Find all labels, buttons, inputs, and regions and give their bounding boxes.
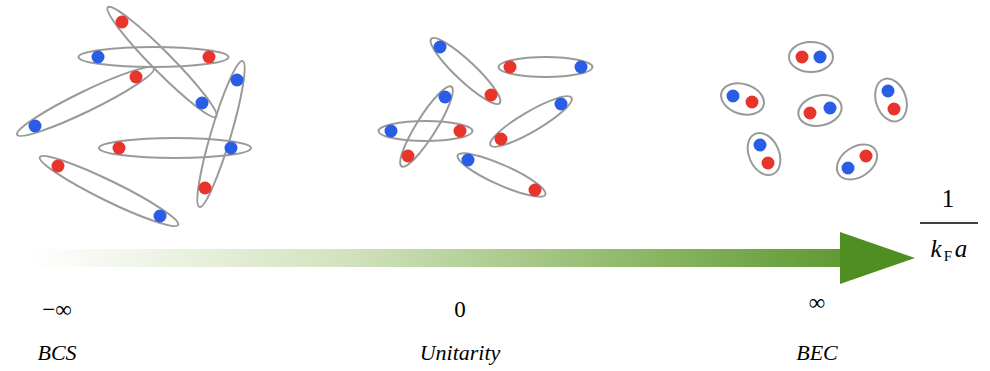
fraction-numerator: 1 [942, 186, 955, 211]
regime-name: BEC [796, 342, 838, 364]
pair-ellipse [424, 31, 506, 110]
blue-fermion [842, 162, 855, 175]
axis-variable: k [930, 236, 941, 261]
red-fermion [402, 150, 415, 163]
blue-fermion [754, 139, 767, 152]
red-fermion [485, 89, 498, 102]
pair-ellipse [13, 59, 158, 143]
blue-fermion [29, 120, 42, 133]
blue-fermion [555, 98, 568, 111]
blue-fermion [196, 97, 209, 110]
red-fermion [762, 157, 775, 170]
red-fermion [495, 133, 508, 146]
molecule-ellipse [830, 137, 883, 186]
regime-name: Unitarity [420, 342, 501, 364]
red-fermion [116, 16, 129, 29]
axis-arrowhead [840, 232, 915, 284]
red-fermion [199, 182, 212, 195]
red-fermion [203, 51, 216, 64]
blue-fermion [154, 210, 167, 223]
axis-bar [30, 249, 845, 267]
pair-ellipse [393, 81, 460, 171]
pair-ellipse [499, 57, 593, 77]
blue-fermion [727, 90, 740, 103]
blue-fermion [439, 91, 452, 104]
pair-ellipse [485, 89, 576, 154]
axis-tick-value: 0 [454, 298, 466, 321]
pair-ellipse [379, 121, 473, 141]
blue-fermion [385, 125, 398, 138]
red-fermion [860, 150, 873, 163]
regime-name: BCS [37, 342, 76, 364]
blue-fermion [824, 102, 837, 115]
pair-ellipse [190, 58, 252, 209]
molecule-ellipse [870, 74, 912, 125]
red-fermion [454, 125, 467, 138]
red-fermion [888, 103, 901, 116]
molecule-ellipse [789, 42, 833, 72]
molecule-ellipse [717, 78, 768, 120]
blue-fermion [231, 74, 244, 87]
blue-fermion [225, 142, 238, 155]
pair-ellipse [79, 47, 229, 67]
pair-ellipse [101, 0, 224, 124]
red-fermion [52, 160, 65, 173]
red-fermion [804, 107, 817, 120]
red-fermion [746, 96, 759, 109]
axis-tick-value: −∞ [42, 298, 71, 321]
molecule-ellipse [741, 128, 786, 180]
pair-ellipse [99, 138, 251, 158]
blue-fermion [462, 154, 475, 167]
molecule-ellipse [795, 91, 845, 131]
red-fermion [113, 142, 126, 155]
pair-ellipse [35, 148, 182, 234]
axis-variable: a [955, 236, 968, 261]
red-fermion [796, 51, 809, 64]
red-fermion [529, 184, 542, 197]
blue-fermion [434, 41, 447, 54]
blue-fermion [882, 85, 895, 98]
red-fermion [504, 61, 517, 74]
pair-ellipse [454, 146, 550, 203]
axis-subscript: F [944, 249, 952, 264]
blue-fermion [575, 61, 588, 74]
axis-tick-value: ∞ [809, 291, 825, 314]
fraction-bar [920, 222, 978, 224]
red-fermion [130, 71, 143, 84]
blue-fermion [92, 51, 105, 64]
blue-fermion [814, 51, 827, 64]
